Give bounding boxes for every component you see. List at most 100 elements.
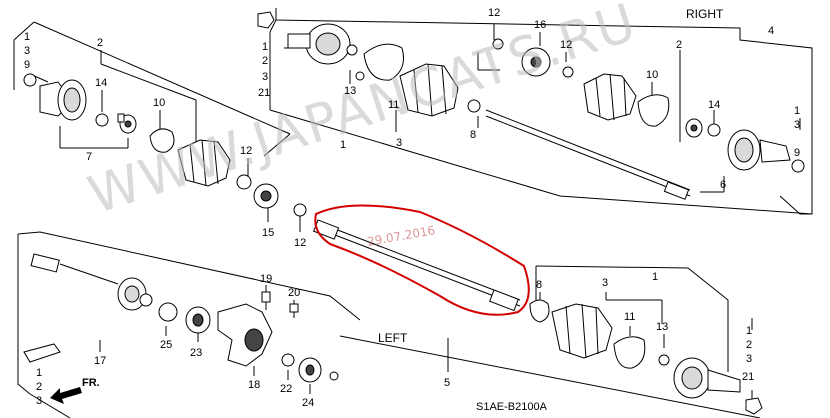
callout-2: 2: [97, 37, 103, 49]
boot-right-inner: [583, 73, 637, 121]
bearing-24: [298, 357, 322, 383]
callout-4: 4: [768, 25, 774, 37]
dynamic-damper-15: [253, 183, 279, 209]
callout-3-lower: 3: [36, 395, 42, 407]
callout-2-far: 2: [676, 39, 682, 51]
band-11-lower: [613, 336, 646, 369]
callout-14-right: 14: [708, 99, 720, 111]
callout-2-right: 2: [262, 55, 268, 67]
outer-cv-joint-right: [287, 23, 351, 65]
outer-cv-joint-left: [39, 79, 87, 121]
circlip-lower: [329, 371, 339, 381]
callout-21-lower: 21: [742, 371, 754, 383]
ring-right: [346, 44, 358, 56]
callout-20: 20: [288, 287, 300, 299]
callout-11-right: 11: [388, 99, 399, 111]
callout-3-right: 3: [262, 71, 268, 83]
callout-11-lower: 11: [624, 311, 635, 323]
callout-6: 6: [720, 179, 726, 191]
callout-8-right: 8: [470, 129, 476, 141]
callout-3: 3: [24, 45, 30, 57]
boot-lower: [551, 303, 613, 359]
callout-12-mid: 12: [560, 39, 572, 51]
callout-25: 25: [160, 339, 172, 351]
snap-ring-14-right: [707, 123, 721, 137]
seal-25: [158, 302, 178, 322]
bearing-support-18: [217, 303, 273, 367]
callout-10: 10: [153, 97, 165, 109]
callout-9-far: 9: [794, 147, 800, 159]
band-12-left: [236, 174, 252, 190]
callout-1-mid: 1: [340, 139, 346, 151]
watermark-text: WWW.JAPANCATS.RU: [81, 0, 644, 226]
callout-1-lower-far: 1: [746, 325, 752, 337]
highlight-outline: [314, 204, 530, 316]
callout-13-right: 13: [344, 85, 356, 97]
band-10-right: [637, 94, 670, 127]
frame-lines: [13, 8, 813, 418]
bolt-19: [261, 291, 271, 310]
nut-21-lower: [745, 397, 763, 415]
front-arrow: FR.: [50, 377, 100, 404]
right-assembly: [257, 11, 805, 200]
callout-12: 12: [240, 145, 252, 157]
circlip-22: [281, 353, 295, 367]
callout-19: 19: [260, 273, 272, 285]
clamp-bracket: [23, 343, 61, 363]
callout-3-lower-far: 3: [746, 353, 752, 365]
circlip-9-right: [791, 159, 805, 173]
callout-24: 24: [302, 397, 314, 409]
callouts: 1 3 9 2 14 10 7 12 15 12 1 2 3 21 13 11 …: [24, 7, 800, 409]
clip-13-lower: [658, 354, 670, 366]
left-outer-joint-assembly: [23, 73, 530, 316]
bearing-23: [185, 306, 211, 334]
callout-2-lower: 2: [36, 381, 42, 393]
callout-23: 23: [190, 347, 202, 359]
callout-8-lower: 8: [536, 279, 542, 291]
clamp-12-right-b: [562, 66, 574, 78]
callout-1-lower: 1: [36, 367, 42, 379]
callout-3-lower-right: 3: [602, 277, 608, 289]
callout-7: 7: [86, 151, 92, 163]
callout-13-lower: 13: [656, 321, 668, 333]
callout-5: 5: [444, 377, 450, 389]
callout-22: 22: [280, 383, 292, 395]
callout-15: 15: [262, 227, 274, 239]
label-left: LEFT: [378, 331, 408, 345]
callout-12-top: 12: [488, 7, 500, 19]
lower-right-assembly: [529, 299, 763, 415]
callout-18: 18: [248, 379, 260, 391]
callout-1-right: 1: [262, 41, 268, 53]
callout-17: 17: [94, 355, 106, 367]
snap-ring-14-left: [95, 113, 109, 127]
nut-21-right: [257, 11, 275, 29]
band-10-left: [149, 128, 175, 153]
watermark-date: 29.07.2016: [366, 223, 436, 249]
band-8-lower: [529, 299, 550, 323]
band-8-right: [467, 99, 481, 113]
boot-left: [177, 139, 231, 187]
callout-2-lower-far: 2: [746, 339, 752, 351]
callout-1-far: 1: [794, 105, 800, 117]
callout-1: 1: [24, 31, 30, 43]
right-shaft: [485, 109, 691, 200]
inner-cv-joint-right: [727, 129, 791, 171]
callout-16: 16: [534, 19, 546, 31]
front-arrow-icon: [50, 387, 82, 404]
lower-left-assembly: [23, 253, 339, 383]
callout-12-b: 12: [294, 237, 306, 249]
boot-right-upper: [399, 63, 459, 117]
callout-3-mid: 3: [396, 137, 402, 149]
callout-10-right: 10: [646, 69, 658, 81]
callout-3-far: 3: [794, 119, 800, 131]
damper-16: [521, 47, 551, 77]
front-label: FR.: [82, 377, 100, 389]
circlip-9-left: [23, 73, 37, 87]
diagram-code: S1AE-B2100A: [476, 401, 548, 413]
half-shaft-17: [30, 253, 153, 311]
band-13-right: [363, 43, 404, 81]
clip-13: [355, 71, 365, 81]
callout-1-lower-right: 1: [652, 271, 658, 283]
